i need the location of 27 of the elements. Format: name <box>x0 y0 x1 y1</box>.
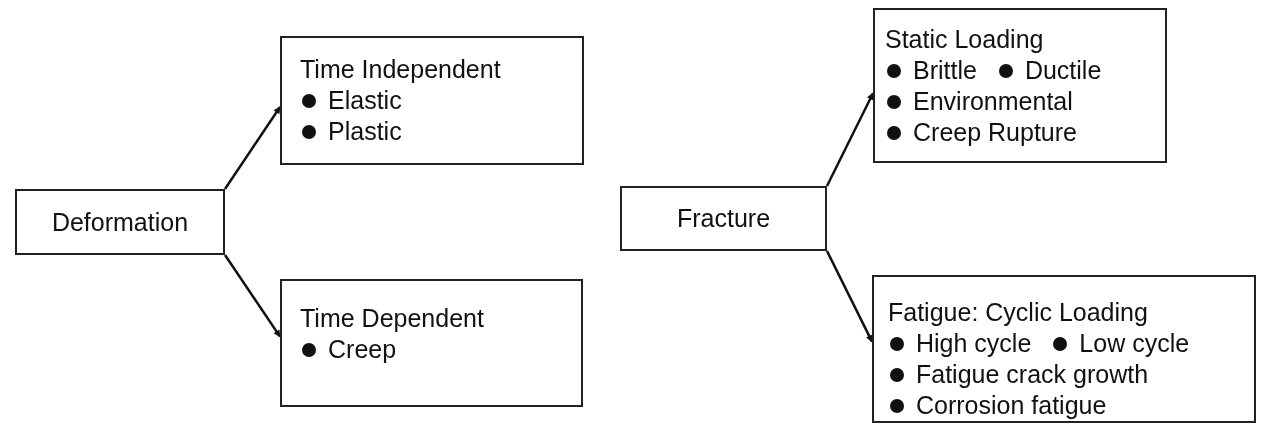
bullet-item: Ductile <box>998 55 1102 86</box>
process-box <box>280 36 584 165</box>
process-box <box>620 186 827 251</box>
box-heading: Fatigue: Cyclic Loading <box>888 297 1148 328</box>
arrow <box>223 106 282 190</box>
arrow <box>223 254 282 338</box>
bullet-item: Elastic <box>302 85 402 116</box>
box-heading: Time Independent <box>300 54 501 85</box>
box-heading: Static Loading <box>885 24 1044 55</box>
arrow <box>825 250 874 343</box>
process-box <box>280 279 583 407</box>
bullet-item: High cycle <box>890 328 1032 359</box>
bullet-item: Creep <box>302 334 397 365</box>
box-heading: Time Dependent <box>300 303 484 334</box>
process-box <box>872 275 1256 423</box>
box-heading: Deformation <box>51 206 189 238</box>
arrow <box>825 92 875 187</box>
bullet-item: Environmental <box>887 86 1073 117</box>
bullet-item: Low cycle <box>1053 328 1190 359</box>
bullet-item: Corrosion fatigue <box>890 390 1107 421</box>
bullet-item: Fatigue crack growth <box>890 359 1149 390</box>
process-box <box>873 8 1167 163</box>
bullet-item: Brittle <box>887 55 977 86</box>
process-box <box>15 189 225 255</box>
box-heading: Fracture <box>676 203 771 234</box>
bullet-item: Plastic <box>302 116 402 147</box>
bullet-item: Creep Rupture <box>887 117 1077 148</box>
